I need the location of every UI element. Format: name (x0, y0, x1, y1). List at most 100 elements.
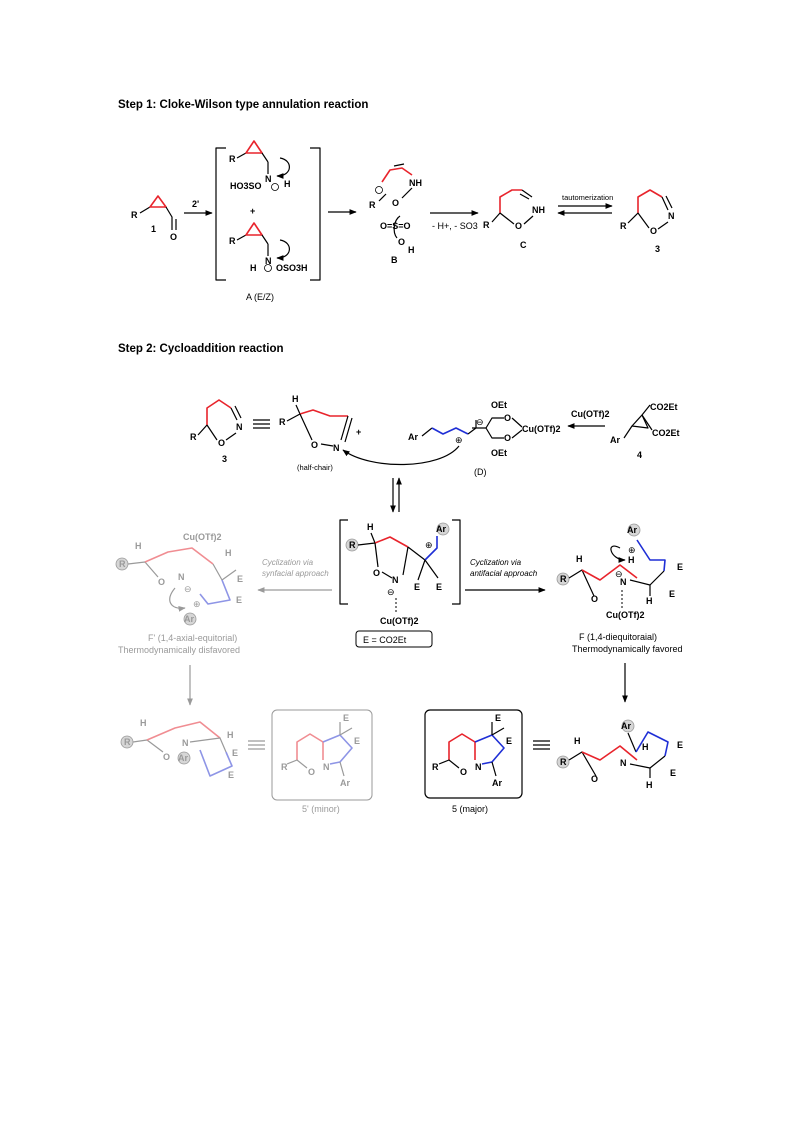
svg-text:O: O (311, 440, 318, 450)
svg-text:N: N (178, 572, 185, 582)
svg-text:R: R (229, 236, 236, 246)
svg-text:3: 3 (222, 454, 227, 464)
svg-text:O: O (504, 413, 511, 423)
svg-text:⊕: ⊕ (455, 435, 463, 445)
svg-text:E: E (506, 736, 512, 746)
e-definition: E = CO2Et (363, 635, 407, 645)
major-product-5: O N R E E Ar (432, 713, 512, 788)
tautomerization-label: tautomerization (562, 193, 613, 202)
bracket-A-right (310, 147, 321, 281)
compound-4-label: 4 (637, 450, 642, 460)
minor-product-box (271, 709, 373, 801)
svg-text:H: H (227, 730, 234, 740)
svg-text:OEt: OEt (491, 448, 507, 458)
svg-text:R: R (560, 757, 567, 767)
minor-label: 5' (minor) (302, 804, 340, 814)
svg-text:O: O (515, 221, 522, 231)
svg-text:E: E (436, 582, 442, 592)
bracket-center-left (339, 519, 348, 605)
svg-text:R: R (124, 737, 131, 747)
svg-text:Cyclization via: Cyclization via (262, 558, 314, 567)
reagent-label: 2' (192, 199, 199, 209)
svg-text:O: O (392, 198, 399, 208)
svg-text:R: R (190, 432, 197, 442)
svg-text:NH: NH (409, 178, 422, 188)
bracket-center-right (452, 519, 461, 605)
svg-text:O: O (398, 237, 405, 247)
svg-text:Ar: Ar (436, 524, 446, 534)
svg-text:O: O (591, 774, 598, 784)
svg-text:O: O (308, 767, 315, 777)
svg-text:N: N (392, 575, 399, 585)
svg-text:H: H (225, 548, 232, 558)
equivalence-symbol-2 (248, 740, 265, 750)
half-chair-label: (half-chair) (297, 463, 333, 472)
center-intermediate: H R O N ⊖ Ar ⊕ E E Cu(OTf)2 (345, 522, 450, 626)
svg-text:Cu(OTf)2: Cu(OTf)2 (380, 616, 419, 626)
svg-text:R: R (560, 574, 567, 584)
svg-text:N: N (475, 762, 482, 772)
svg-text:E: E (414, 582, 420, 592)
svg-text:N: N (265, 174, 272, 184)
step2-heading: Step 2: Cycloaddition reaction (118, 343, 284, 355)
svg-text:synfacial approach: synfacial approach (262, 569, 329, 578)
svg-text:⊕: ⊕ (193, 599, 201, 609)
svg-text:Ar: Ar (184, 614, 194, 624)
svg-text:Ar: Ar (178, 753, 188, 763)
e-definition-box (355, 630, 433, 648)
svg-text:Ar: Ar (610, 435, 620, 445)
A-label: A (E/Z) (246, 292, 274, 302)
svg-text:N: N (265, 256, 272, 266)
F-prime-subtitle: Thermodynamically disfavored (118, 645, 240, 655)
svg-text:R: R (349, 540, 356, 550)
svg-text:N: N (333, 443, 340, 453)
compound-3-step1: N O R 3 (620, 189, 675, 254)
svg-text:⊖: ⊖ (184, 584, 192, 594)
svg-text:+: + (356, 427, 361, 437)
svg-text:H: H (140, 718, 147, 728)
intermediate-C: NH O R C (483, 189, 545, 250)
F-subtitle: Thermodynamically favored (572, 644, 683, 654)
svg-text:H: H (367, 522, 374, 532)
svg-text:E: E (343, 713, 349, 723)
intermediate-A-bottom: R N H OSO3H (229, 222, 308, 273)
F-prime-label: F' (1,4-axial-equitorial) (148, 633, 237, 643)
intermediate-B: NH O R O=S=O O H B (369, 163, 422, 265)
C-label: C (520, 240, 527, 250)
svg-text:⊕: ⊕ (425, 540, 433, 550)
svg-text:E: E (495, 713, 501, 723)
svg-text:O: O (591, 594, 598, 604)
svg-text:⊖: ⊖ (476, 417, 484, 427)
plus-sign: + (250, 206, 255, 216)
svg-text:Ar: Ar (492, 778, 502, 788)
compound-1: R O 1 (131, 195, 177, 242)
major-product-box (424, 709, 523, 799)
svg-text:E: E (669, 589, 675, 599)
svg-text:Ar: Ar (621, 721, 631, 731)
svg-text:H: H (642, 742, 649, 752)
svg-text:O=S=O: O=S=O (380, 221, 411, 231)
svg-text:H: H (646, 780, 653, 790)
loss-label: - H+, - SO3 (432, 221, 478, 231)
svg-text:H: H (250, 263, 257, 273)
svg-text:E: E (237, 574, 243, 584)
transition-F: Ar ⊕ H H R O N ⊖ H E E Cu(OTf)2 F (1,4-d… (556, 523, 683, 654)
svg-text:N: N (668, 211, 675, 221)
svg-text:OEt: OEt (491, 400, 507, 410)
svg-text:H: H (646, 596, 653, 606)
step1-heading: Step 1: Cloke-Wilson type annulation rea… (118, 99, 368, 111)
svg-text:E: E (354, 736, 360, 746)
major-label: 5 (major) (452, 804, 488, 814)
svg-text:N: N (620, 758, 627, 768)
svg-text:CO2Et: CO2Et (650, 402, 678, 412)
svg-text:H: H (292, 394, 299, 404)
svg-text:Cu(OTf)2: Cu(OTf)2 (606, 610, 645, 620)
svg-text:antifacial approach: antifacial approach (470, 569, 538, 578)
svg-text:CO2Et: CO2Et (652, 428, 680, 438)
svg-text:N: N (182, 738, 189, 748)
svg-text:R: R (229, 154, 236, 164)
zwitterion-D: Ar ⊕ ⊖ OEt OEt O O Cu(OTf)2 (D) (342, 400, 561, 477)
svg-text:H: H (576, 554, 583, 564)
svg-text:R: R (119, 559, 126, 569)
svg-text:E: E (228, 770, 234, 780)
